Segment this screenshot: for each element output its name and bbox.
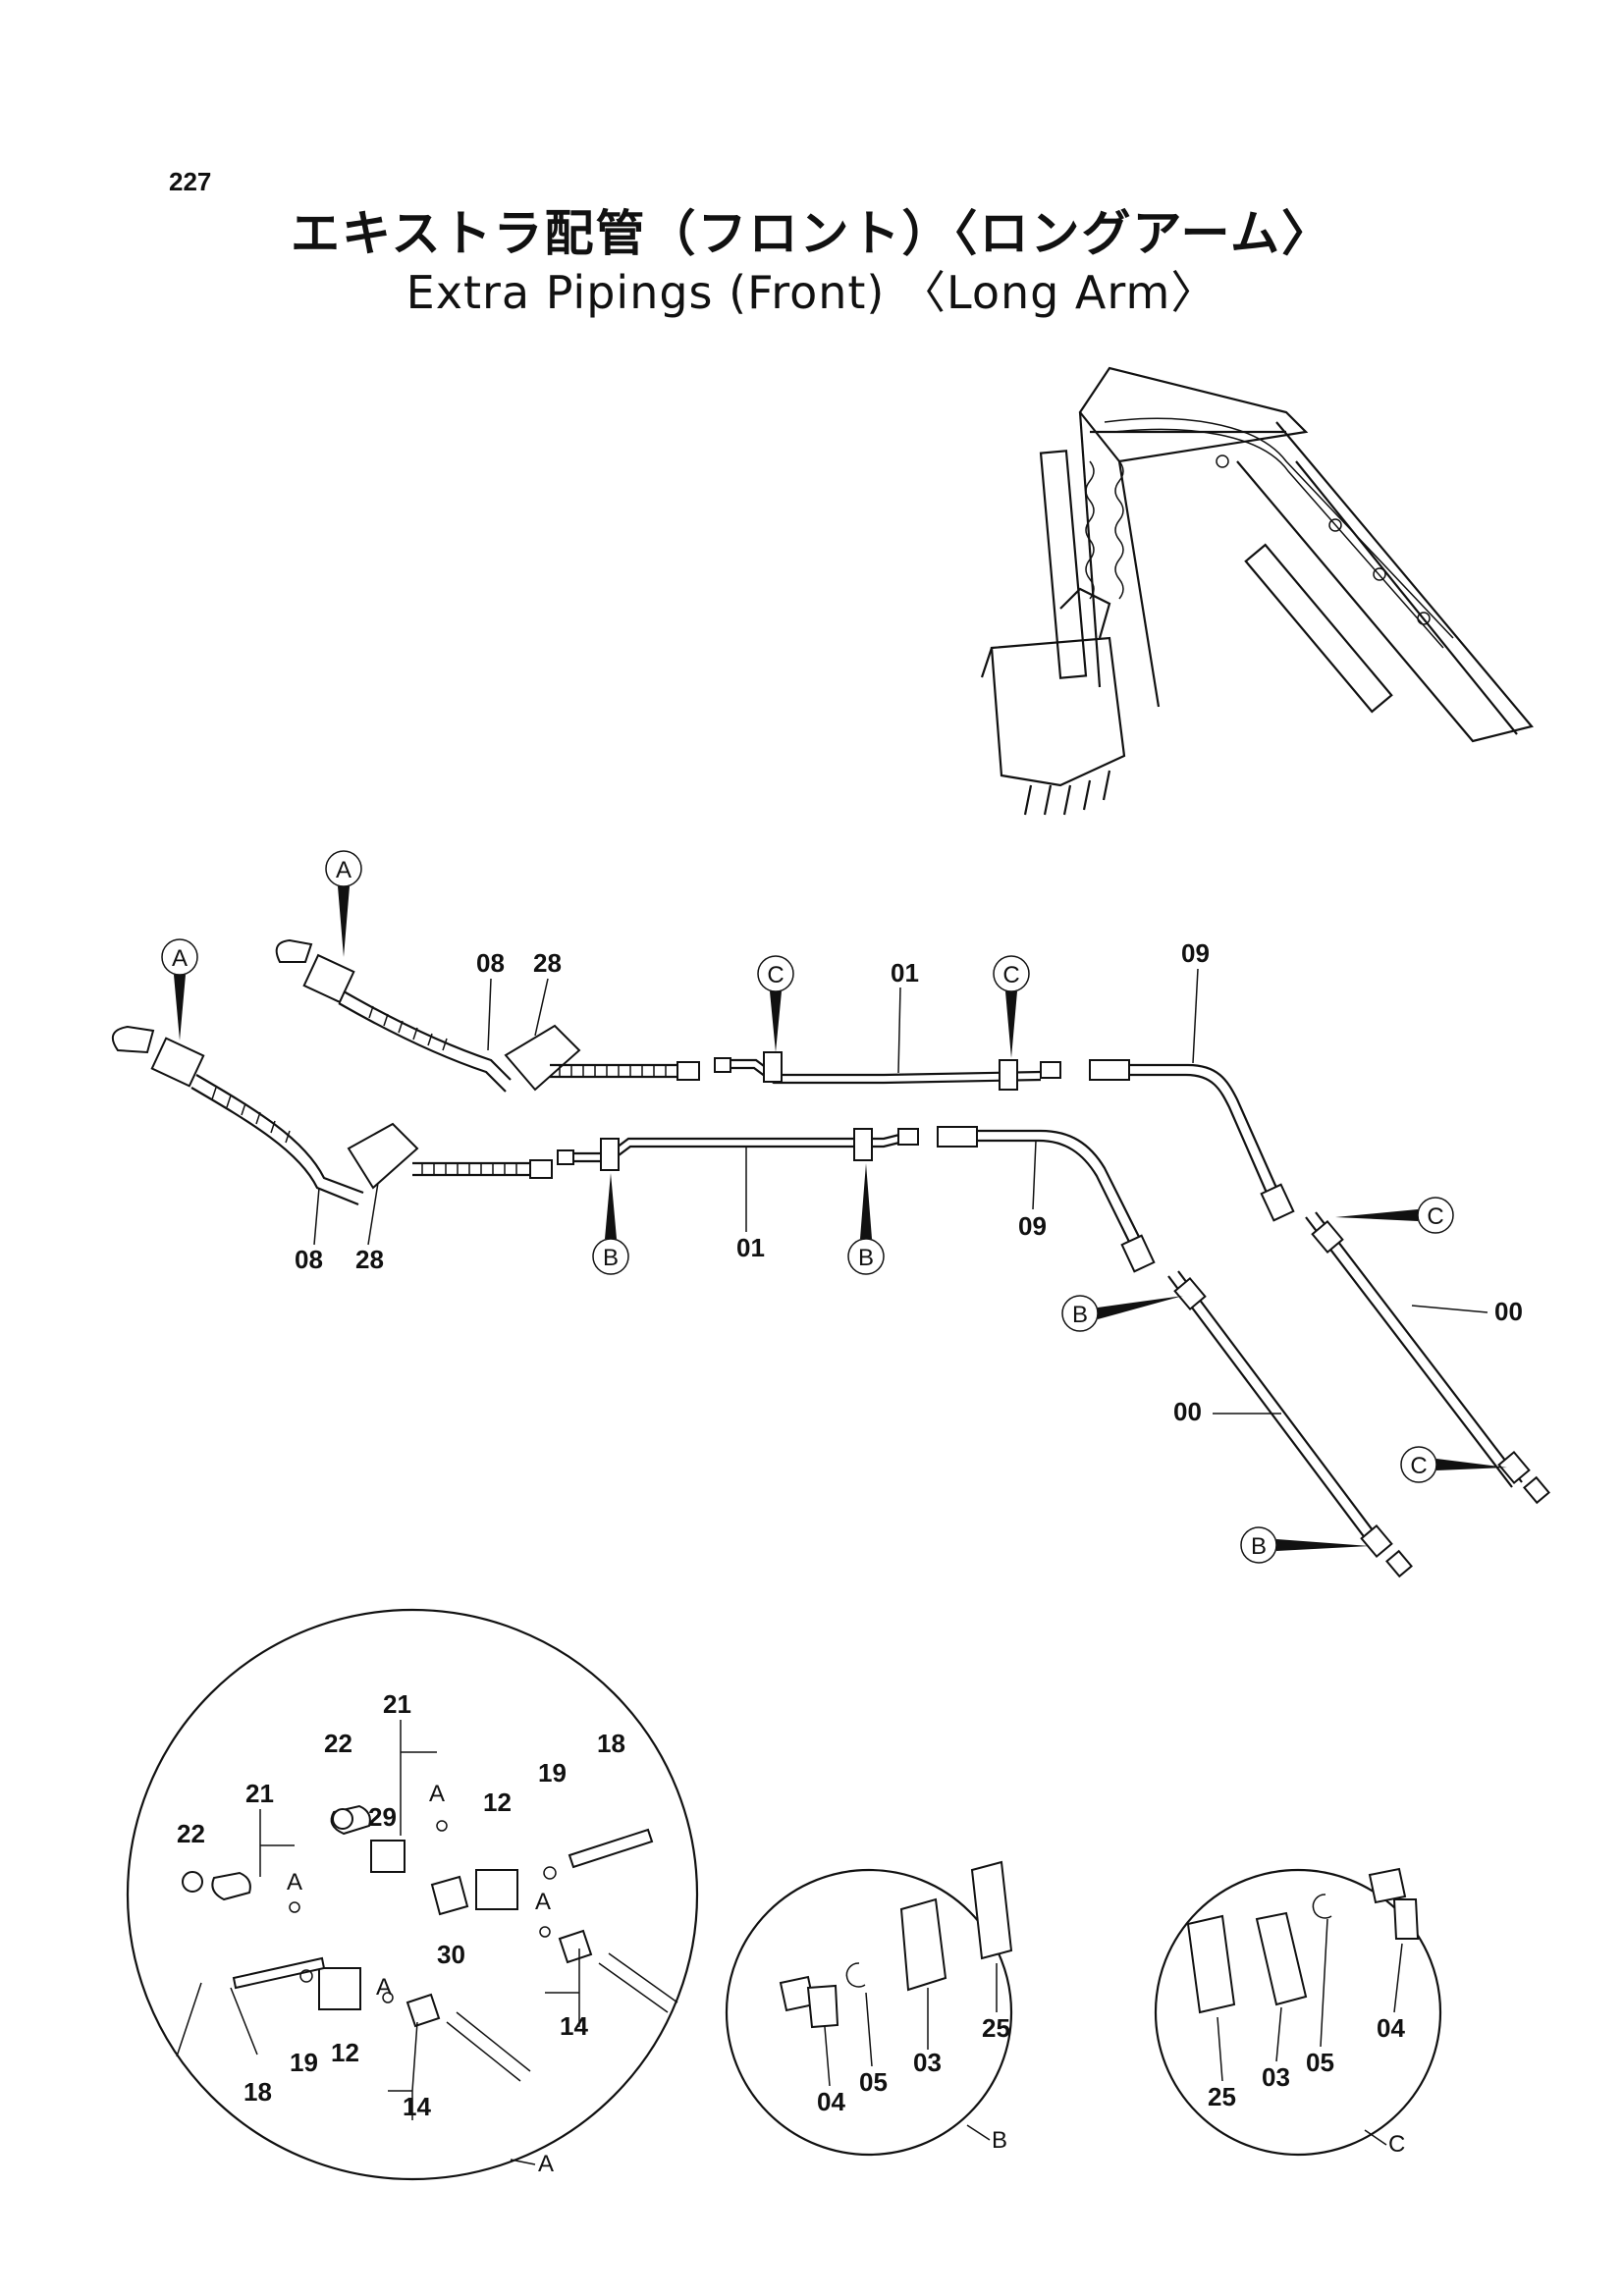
label-04-c: 04 bbox=[1377, 2013, 1405, 2043]
svg-text:C: C bbox=[1427, 1203, 1443, 1230]
detail-view-c: C 25 03 05 04 bbox=[1154, 1867, 1442, 2158]
callout-a-upper: A bbox=[325, 850, 362, 957]
svg-text:B: B bbox=[992, 2127, 1007, 2154]
svg-text:B: B bbox=[858, 1245, 874, 1271]
o-ring-mark-3: A bbox=[535, 1889, 551, 1915]
callout-c-pipe-bottom: C bbox=[1400, 1446, 1507, 1483]
label-21-left: 21 bbox=[245, 1779, 274, 1808]
label-21-top: 21 bbox=[383, 1689, 411, 1719]
svg-text:C: C bbox=[1002, 962, 1019, 988]
label-19-top: 19 bbox=[538, 1758, 567, 1788]
label-18-top: 18 bbox=[597, 1729, 625, 1758]
label-08-lower: 08 bbox=[295, 1245, 323, 1274]
label-12-bottom: 12 bbox=[331, 2038, 359, 2067]
svg-text:A: A bbox=[172, 945, 188, 972]
label-25-b: 25 bbox=[982, 2013, 1010, 2043]
label-29: 29 bbox=[368, 1802, 397, 1832]
page-title-english: Extra Pipings (Front) 〈Long Arm〉 bbox=[406, 266, 1217, 319]
svg-text:B: B bbox=[603, 1245, 619, 1271]
label-22-top: 22 bbox=[324, 1729, 352, 1758]
callout-c-upper-left: C bbox=[757, 955, 794, 1052]
svg-text:B: B bbox=[1072, 1302, 1088, 1328]
label-00-right: 00 bbox=[1494, 1297, 1523, 1326]
label-18-bottom: 18 bbox=[243, 2077, 272, 2107]
o-ring-mark-2: A bbox=[287, 1869, 302, 1896]
detail-view-a: A 21 22 21 22 29 12 19 18 30 14 18 19 bbox=[126, 1608, 699, 2181]
callout-c-pipe-top: C bbox=[1335, 1197, 1454, 1234]
label-01-lower: 01 bbox=[736, 1233, 765, 1262]
label-01-upper: 01 bbox=[891, 958, 919, 988]
label-09-lower: 09 bbox=[1018, 1211, 1047, 1241]
main-part-labels: 08 28 01 09 00 08 28 01 09 00 bbox=[295, 938, 1523, 1426]
label-22-left: 22 bbox=[177, 1819, 205, 1848]
label-14-right: 14 bbox=[560, 2011, 588, 2041]
callout-a-lower: A bbox=[161, 938, 198, 1041]
callout-b-pipe-top: B bbox=[1061, 1295, 1183, 1332]
label-04-b: 04 bbox=[817, 2087, 845, 2116]
label-19-bottom: 19 bbox=[290, 2048, 318, 2077]
label-12-right: 12 bbox=[483, 1788, 512, 1817]
label-25-c: 25 bbox=[1208, 2082, 1236, 2111]
callout-c-upper-right: C bbox=[993, 955, 1030, 1058]
svg-text:C: C bbox=[1410, 1453, 1427, 1479]
label-30: 30 bbox=[437, 1940, 465, 1969]
label-05-b: 05 bbox=[859, 2067, 888, 2097]
label-08-upper: 08 bbox=[476, 948, 505, 978]
label-03-c: 03 bbox=[1262, 2062, 1290, 2092]
page-number: 227 bbox=[169, 167, 212, 196]
detail-view-b: B 04 05 03 25 bbox=[725, 1860, 1013, 2157]
callout-b-lower-left: B bbox=[592, 1173, 629, 1275]
page-title-japanese: エキストラ配管（フロント）〈ロングアーム〉 bbox=[291, 205, 1332, 262]
label-03-b: 03 bbox=[913, 2048, 942, 2077]
label-28-upper: 28 bbox=[533, 948, 562, 978]
label-05-c: 05 bbox=[1306, 2048, 1334, 2077]
svg-text:A: A bbox=[538, 2151, 554, 2177]
label-14-bottom: 14 bbox=[403, 2092, 431, 2121]
o-ring-mark-1: A bbox=[429, 1781, 445, 1807]
label-28-lower: 28 bbox=[355, 1245, 384, 1274]
excavator-overview-illustration bbox=[980, 366, 1534, 816]
o-ring-mark-4: A bbox=[376, 1974, 392, 2001]
callout-b-pipe-bottom: B bbox=[1240, 1526, 1370, 1564]
label-09-upper: 09 bbox=[1181, 938, 1210, 968]
upper-pipe-assembly bbox=[275, 938, 1550, 1505]
svg-text:A: A bbox=[336, 857, 352, 883]
svg-text:C: C bbox=[767, 962, 784, 988]
label-00-left: 00 bbox=[1173, 1397, 1202, 1426]
callout-b-lower-right: B bbox=[847, 1163, 885, 1275]
svg-text:B: B bbox=[1251, 1533, 1267, 1560]
svg-text:C: C bbox=[1388, 2131, 1405, 2158]
lower-pipe-assembly bbox=[111, 1025, 1413, 1578]
